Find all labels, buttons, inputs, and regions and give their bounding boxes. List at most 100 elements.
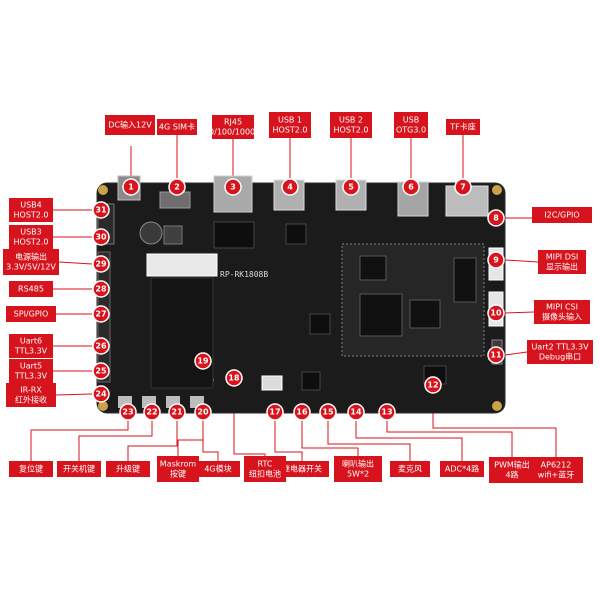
leader-line <box>504 259 539 263</box>
interface-marker: 11 <box>487 346 505 364</box>
mounting-hole <box>98 401 108 411</box>
interface-marker: 3 <box>224 178 242 196</box>
marker-circle <box>487 346 505 364</box>
callout-label-line: RJ45 <box>224 118 242 127</box>
marker-number: 7 <box>460 183 466 192</box>
callout-label-line: 按键 <box>170 469 186 479</box>
memory-chip <box>359 255 387 281</box>
interface-callout: 开关机键 <box>57 461 101 477</box>
callout-box <box>538 250 586 274</box>
marker-circle <box>92 228 110 246</box>
interface-marker: 10 <box>487 304 505 322</box>
marker-circle <box>168 178 186 196</box>
callout-label-line: HOST2.0 <box>273 126 308 135</box>
marker-circle <box>402 178 420 196</box>
marker-circle <box>92 337 110 355</box>
marker-circle <box>92 305 110 323</box>
marker-number: 13 <box>381 408 392 417</box>
callout-box <box>330 112 372 138</box>
rk1808-soc <box>359 293 403 337</box>
interface-callout: I2C/GPIO <box>532 207 592 223</box>
marker-circle <box>119 403 137 421</box>
interface-marker: 6 <box>402 178 420 196</box>
callout-label-line: 4路 <box>505 470 518 480</box>
leader-line <box>30 421 129 461</box>
marker-circle <box>378 403 396 421</box>
mounting-hole <box>492 185 502 195</box>
interface-callout: TF卡座 <box>446 119 480 135</box>
callout-label-line: I2C/GPIO <box>544 211 579 220</box>
callout-label-line: 继电器开关 <box>282 464 322 474</box>
marker-number: 9 <box>493 256 499 265</box>
interface-marker: 27 <box>92 305 110 323</box>
leader-line <box>386 421 513 457</box>
usb-hub-chip <box>285 223 307 245</box>
audio-amp-chip <box>309 313 331 335</box>
callout-box <box>269 112 311 138</box>
marker-number: 20 <box>197 408 209 417</box>
callout-label-line: 4G模块 <box>204 464 231 474</box>
callout-label-line: 复位键 <box>19 464 43 474</box>
callout-label-line: AP6212 <box>541 461 572 470</box>
callout-box <box>57 461 101 477</box>
interface-marker: 9 <box>487 251 505 269</box>
callout-label-line: MIPI DSI <box>546 253 579 262</box>
marker-number: 18 <box>228 374 240 383</box>
callout-label-line: DC输入12V <box>108 120 152 130</box>
interface-callout: SPI/GPIO <box>6 306 56 322</box>
callout-box <box>489 457 535 483</box>
leader-line <box>504 351 528 356</box>
marker-circle <box>347 403 365 421</box>
callout-label-line: HOST2.0 <box>14 238 49 247</box>
marker-number: 22 <box>146 408 157 417</box>
leader-line <box>233 387 266 456</box>
marker-number: 21 <box>171 408 183 417</box>
interface-marker: 25 <box>92 362 110 380</box>
marker-circle <box>92 255 110 273</box>
callout-label-line: USB <box>403 116 419 125</box>
marker-number: 10 <box>490 309 502 318</box>
marker-number: 12 <box>427 381 438 390</box>
callout-box <box>334 456 382 482</box>
callout-box <box>275 461 329 477</box>
interface-marker: 24 <box>92 385 110 403</box>
marker-circle <box>281 178 299 196</box>
callout-box <box>440 461 484 477</box>
callout-label-line: 喇叭输出 <box>342 459 374 469</box>
callout-label-line: USB4 <box>20 201 42 210</box>
pcb-board: RP-RK1808B <box>96 175 506 414</box>
marker-circle <box>143 403 161 421</box>
marker-circle <box>92 385 110 403</box>
callout-label-line: TTL3.3V <box>14 372 48 381</box>
callout-label-line: USB 2 <box>339 116 363 125</box>
callout-box <box>532 207 592 223</box>
leader-line <box>177 421 204 456</box>
marker-number: 28 <box>95 285 107 294</box>
callout-box <box>157 456 199 482</box>
callout-box <box>3 249 59 275</box>
callout-label-line: Maskrom <box>160 460 197 469</box>
callout-label-line: 摄像头输入 <box>542 312 582 322</box>
callout-box <box>529 457 583 483</box>
callout-label-line: 开关机键 <box>63 464 95 474</box>
inductor <box>163 225 183 245</box>
marker-circle <box>122 178 140 196</box>
callout-box <box>9 281 53 297</box>
interface-marker: 14 <box>347 403 365 421</box>
misc-chip <box>301 371 321 391</box>
mini-pcie-slot <box>146 253 218 277</box>
pmic-chip <box>409 299 441 329</box>
callout-box <box>9 225 53 249</box>
callout-label-line: IR-RX <box>20 386 42 395</box>
callout-label-line: TTL3.3V <box>14 347 48 356</box>
marker-number: 25 <box>95 367 107 376</box>
